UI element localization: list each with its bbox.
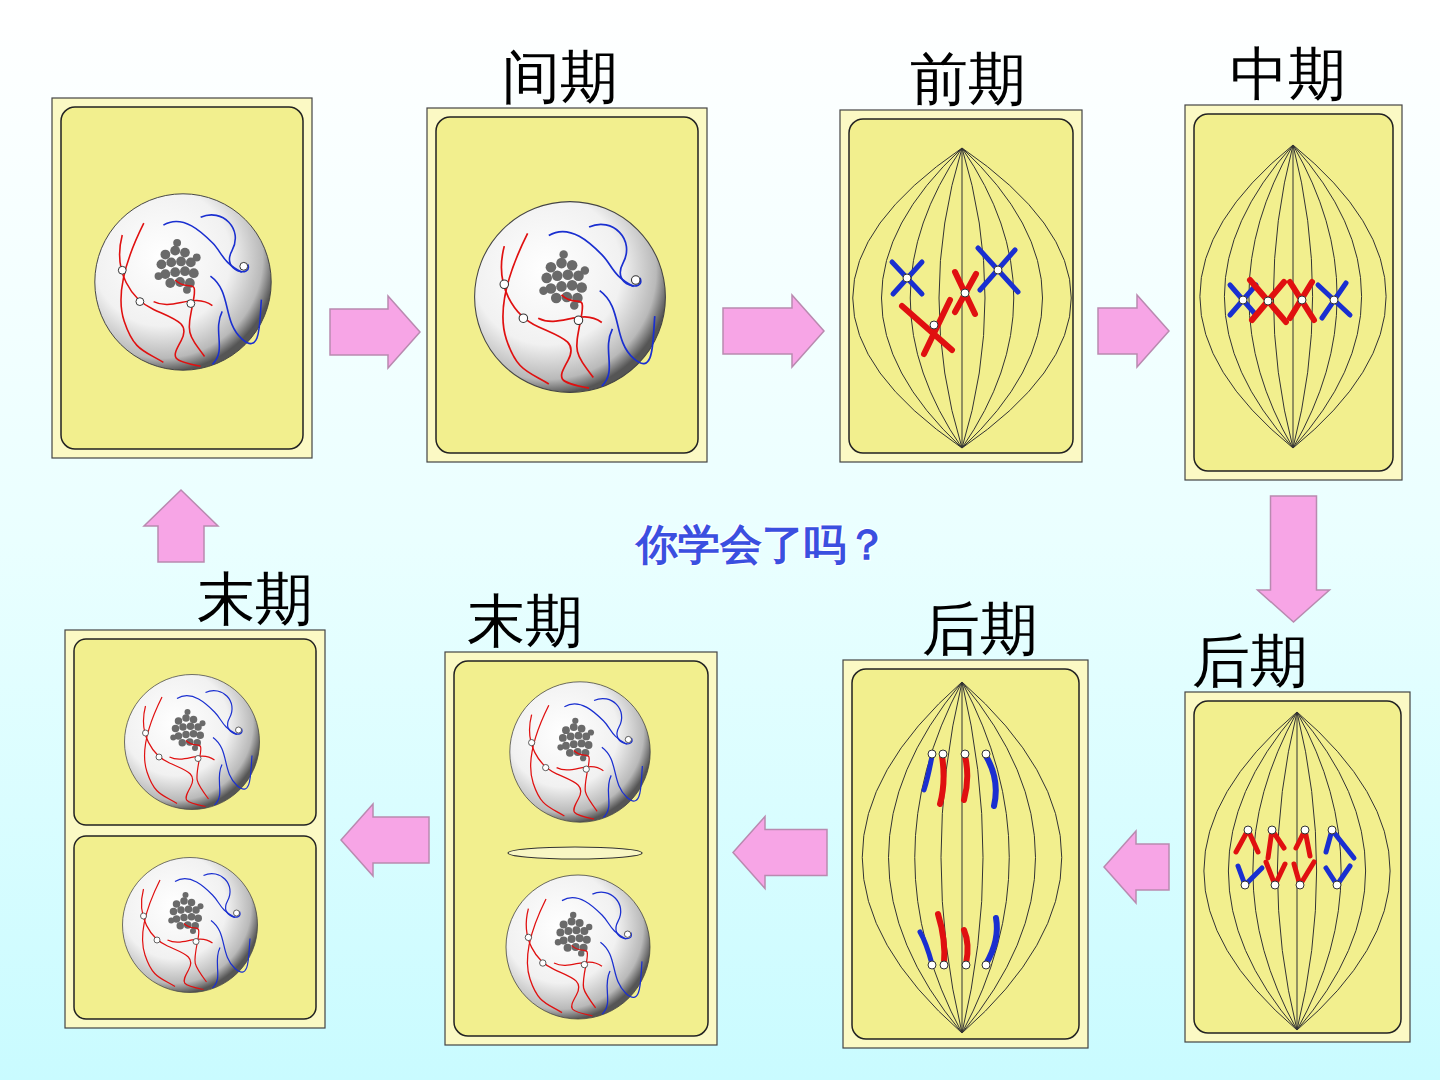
spindle [1200,145,1386,448]
block-arrow [341,804,429,876]
block-arrow [1258,496,1330,622]
stage-heading: 后期 [922,600,1038,658]
nucleus [125,675,260,810]
stage-heading: 前期 [910,50,1026,108]
plant-cell [65,630,325,1028]
stage-heading: 中期 [1230,45,1346,103]
chromosomes [1236,830,1354,885]
stage-heading: 间期 [502,48,618,106]
block-arrow [330,296,420,368]
spindle [853,148,1072,448]
chromosomes [920,756,997,964]
stage-heading: 末期 [467,592,583,650]
chromosomes [1230,280,1350,322]
nucleus [510,682,650,822]
plant-cell [840,110,1082,462]
block-arrow [733,817,827,889]
cell-stage: 后期 [843,660,1088,1048]
cell-stage: 末期 [445,652,717,1045]
plant-cell [843,660,1088,1048]
stage-heading: 后期 [1192,632,1308,690]
block-arrow [144,490,218,562]
nucleus [95,194,271,370]
plant-cell [1185,692,1410,1042]
cell-stage: 中期 [1185,105,1402,480]
plant-cell [1185,105,1402,480]
block-arrow [1098,295,1169,367]
cell-plate [508,847,642,859]
chromosomes [892,248,1018,354]
spindle [1204,712,1390,1030]
spindle [862,682,1062,1033]
plant-cell [52,98,312,458]
nucleus [475,202,666,393]
block-arrow [723,295,824,367]
cell-stage: 后期 [1185,692,1410,1042]
plant-cell [445,652,717,1045]
cell-stage: 前期 [840,110,1082,462]
question-text: 你学会了吗？ [636,517,888,573]
plant-cell [427,108,707,462]
block-arrow [1104,831,1169,903]
nucleus [506,875,650,1019]
cell-stage: 末期 [65,630,325,1028]
nucleus [123,858,258,993]
cell-stage: 间期 [427,108,707,462]
stage-heading: 末期 [197,570,313,628]
